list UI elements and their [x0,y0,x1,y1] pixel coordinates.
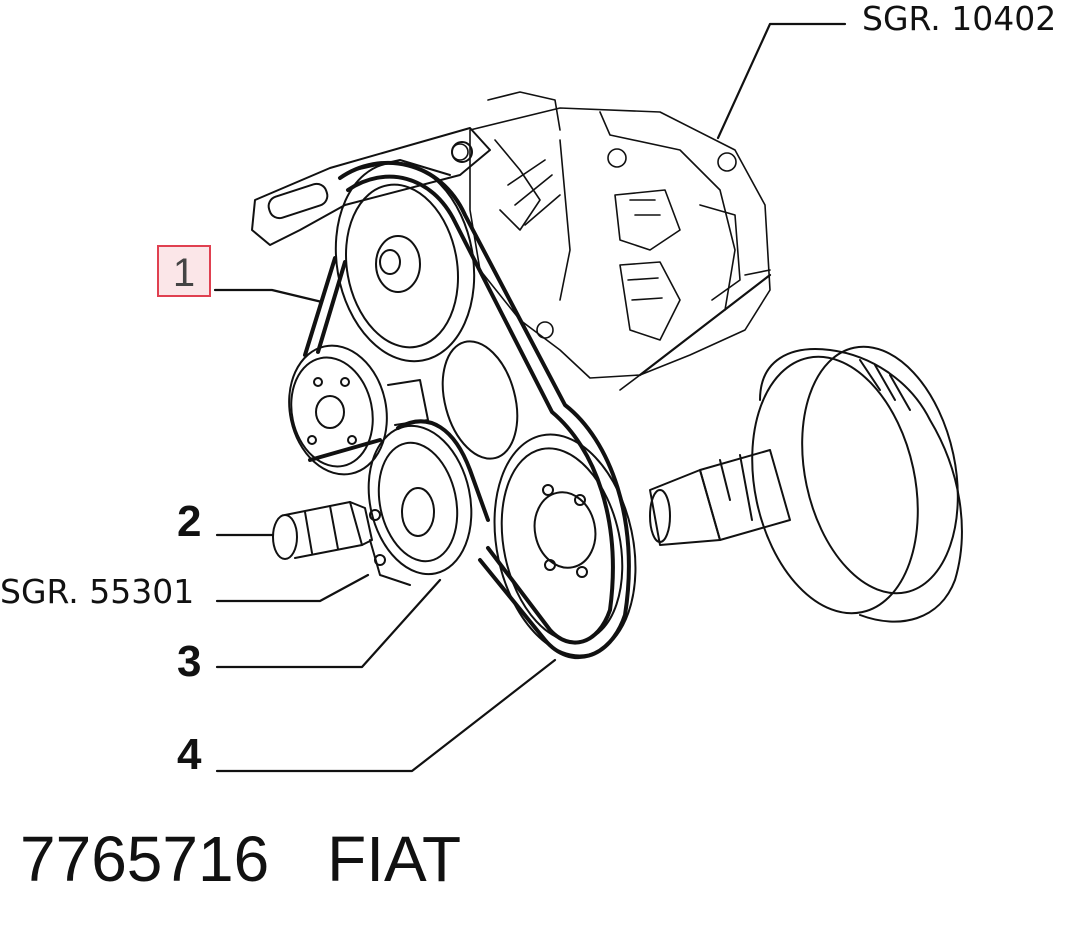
leader-lines [213,22,847,773]
brand-name: FIAT [327,823,462,895]
callout-3-label: 3 [177,637,202,686]
bracket-arm [251,127,491,246]
leader-4 [215,658,557,773]
part-number-line: 7765716 FIAT [20,822,519,896]
idler-pulley [288,344,429,476]
callout-1-highlight[interactable]: 1 [157,245,211,297]
pipe-fitting [272,501,373,560]
leader-1 [213,288,324,304]
leader-sgr55301 [215,573,370,603]
callout-1-label: 1 [172,251,196,295]
leader-3 [215,578,442,669]
callout-2-label: 2 [177,497,202,546]
callout-4-label: 4 [177,730,202,779]
drive-belt [303,160,631,660]
tensioner-pulley [367,424,473,586]
ref-sgr-55301: SGR. 55301 [0,572,195,611]
leader-right [638,273,772,377]
part-number: 7765716 [20,823,270,895]
crankshaft [649,345,963,623]
engine-housing [451,91,771,391]
leader-sgr10402 [716,22,847,140]
ref-sgr-10402: SGR. 10402 [862,0,1057,38]
